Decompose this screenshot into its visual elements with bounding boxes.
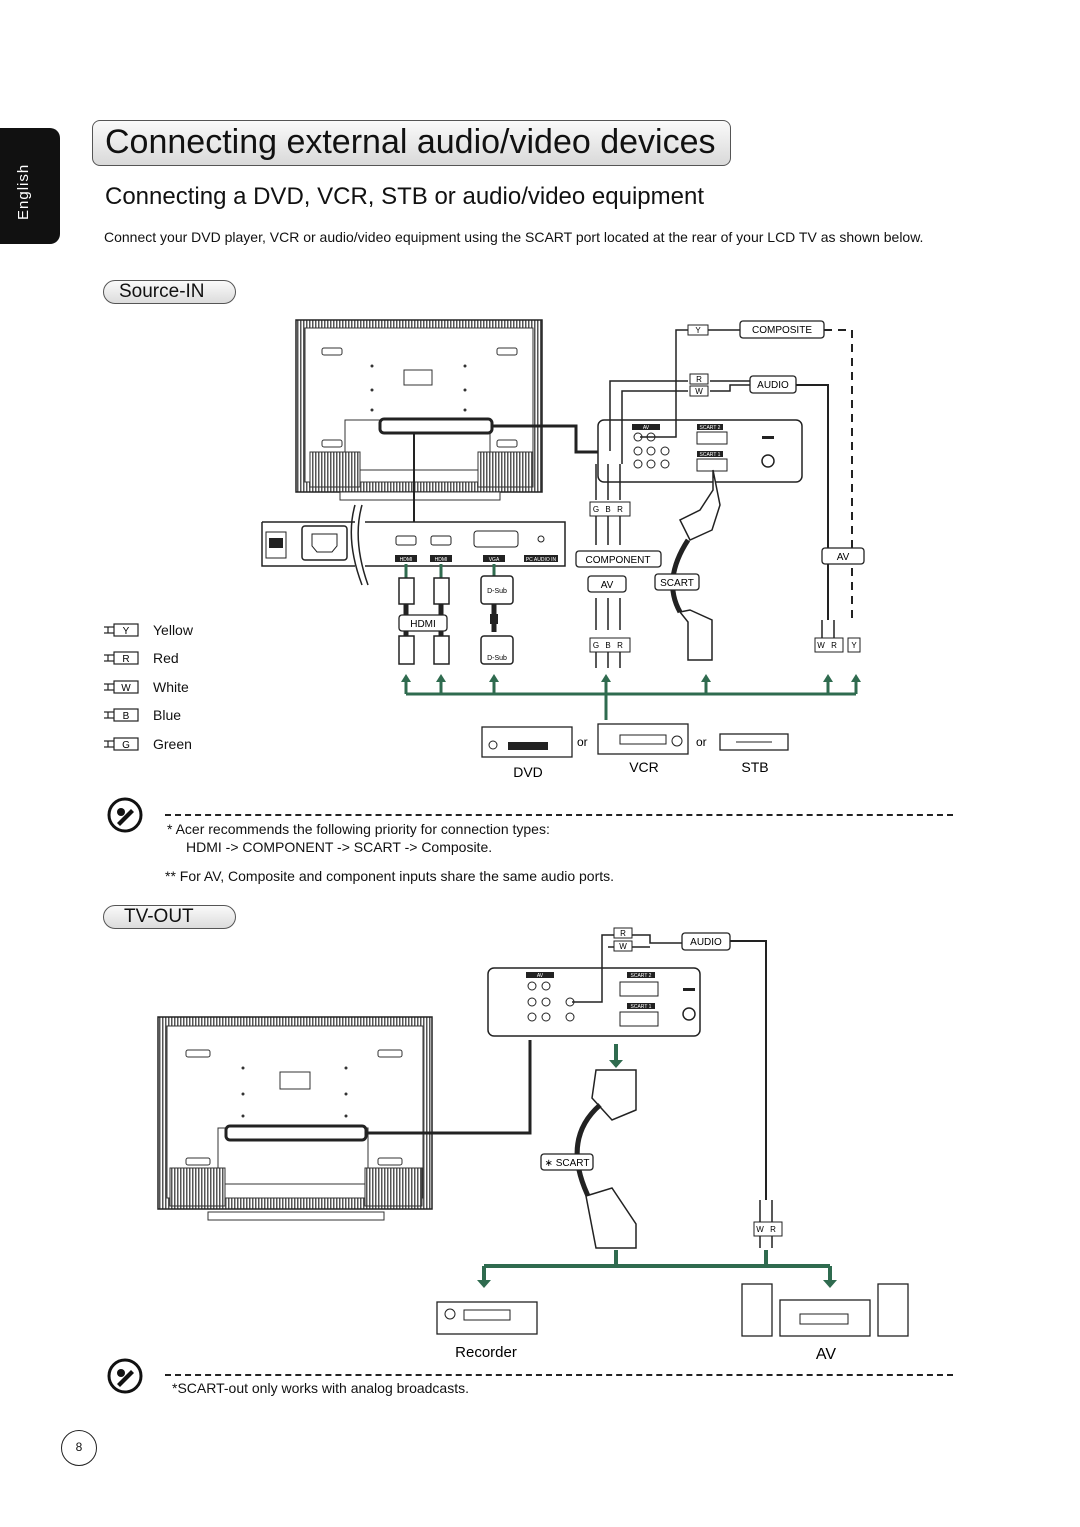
page-number-badge: 8	[61, 1430, 97, 1466]
port-hdmi1-label: HDMI	[400, 557, 413, 563]
panel-av-label-2: AV	[537, 973, 544, 979]
tvout-audio-plug-w: W	[619, 942, 627, 951]
note-priority-line1: * Acer recommends the following priority…	[167, 821, 550, 837]
tvout-audio-label: AUDIO	[690, 937, 722, 948]
svg-text:R: R	[122, 654, 129, 665]
component-av-label: AV	[601, 580, 614, 591]
legend-label: Yellow	[153, 622, 193, 638]
panel-scart2-label: SCART 2	[700, 425, 721, 431]
av-panel: AV SCART 2 SCART 1	[597, 419, 803, 483]
audio-label: AUDIO	[757, 380, 789, 391]
hdmi-cables: HDMI	[398, 564, 450, 665]
dvd-label: DVD	[513, 764, 543, 780]
output-bus	[477, 1250, 837, 1288]
plug-green-icon: G	[104, 737, 139, 751]
note-scart-out: *SCART-out only works with analog broadc…	[172, 1380, 469, 1396]
plug-blue-icon: B	[104, 708, 139, 722]
dvd-player-illustration	[481, 726, 573, 758]
av-receiver-illustration	[741, 1283, 909, 1337]
note-divider	[165, 1374, 953, 1376]
audio-plug-w: W	[695, 387, 703, 396]
port-vga-label: VGA	[489, 557, 500, 563]
component-plug-r2: R	[617, 641, 623, 650]
note-priority-line2: HDMI -> COMPONENT -> SCART -> Composite.	[186, 839, 493, 855]
port-pc-audio-label: PC AUDIO IN	[526, 557, 557, 563]
av-plug-r: R	[831, 641, 837, 650]
tv-back-illustration-2	[157, 1016, 433, 1221]
note-audio-ports: ** For AV, Composite and component input…	[165, 868, 615, 884]
tv-out-heading: TV-OUT	[124, 906, 194, 927]
vcr-illustration	[597, 723, 689, 755]
plug-red-icon: R	[104, 651, 139, 665]
port-hdmi2-label: HDMI	[435, 557, 448, 563]
av-plug-w: W	[817, 641, 825, 650]
panel-scart2-label-2: SCART 2	[631, 973, 652, 979]
panel-scart1-label-2: SCART 1	[631, 1004, 652, 1010]
note-divider	[165, 814, 953, 816]
or-1: or	[577, 735, 588, 749]
plug-white-icon: W	[104, 680, 139, 694]
section-subtitle: Connecting a DVD, VCR, STB or audio/vide…	[105, 183, 704, 210]
device-bus	[401, 674, 861, 720]
tvout-scart-label: ∗ SCART	[545, 1158, 590, 1169]
component-plug-g2: G	[593, 641, 599, 650]
tv-back-illustration	[295, 319, 543, 501]
page-title-box: Connecting external audio/video devices	[92, 120, 731, 166]
component-plug-g: G	[593, 505, 599, 514]
source-in-heading: Source-IN	[119, 281, 205, 302]
tvout-audio-plug-r: R	[620, 929, 626, 938]
component-plug-b2: B	[605, 641, 610, 650]
svg-text:B: B	[123, 711, 130, 722]
recorder-illustration	[436, 1301, 538, 1335]
source-in-heading-box: Source-IN	[103, 280, 236, 304]
av-receiver-label: AV	[816, 1346, 836, 1363]
legend-label: Red	[153, 650, 179, 666]
plug-yellow-icon: Y	[104, 623, 139, 637]
vcr-label: VCR	[629, 759, 659, 775]
component-plug-r: R	[617, 505, 623, 514]
panel-scart1-label: SCART 1	[700, 452, 721, 458]
component-label: COMPONENT	[586, 555, 651, 566]
composite-label: COMPOSITE	[752, 325, 812, 336]
audio-plug-r: R	[696, 375, 702, 384]
tv-connector-panel: HDMI HDMI VGA PC AUDIO IN	[261, 504, 566, 586]
or-2: or	[696, 735, 707, 749]
recorder-label: Recorder	[455, 1344, 517, 1361]
language-tab: English	[0, 128, 60, 244]
stb-label: STB	[741, 759, 768, 775]
page-number: 8	[75, 1440, 83, 1454]
intro-paragraph: Connect your DVD player, VCR or audio/vi…	[104, 229, 924, 245]
dsub-label-top: D-Sub	[487, 588, 507, 595]
svg-text:G: G	[122, 740, 130, 751]
panel-av-label: AV	[643, 425, 650, 431]
tv-out-heading-box: TV-OUT	[103, 905, 236, 929]
svg-text:Y: Y	[123, 626, 130, 637]
av-right-label: AV	[837, 552, 850, 563]
tvout-av-plug-r: R	[770, 1225, 776, 1234]
note-icon	[107, 797, 143, 833]
legend-label: Green	[153, 736, 192, 752]
av-plug-y: Y	[851, 641, 857, 650]
legend-label: White	[153, 679, 189, 695]
hdmi-label: HDMI	[410, 619, 436, 630]
note-icon	[107, 1358, 143, 1394]
dsub-cable: D-Sub D-Sub	[480, 564, 514, 665]
composite-plug-y: Y	[695, 326, 701, 335]
dsub-label-bottom: D-Sub	[487, 655, 507, 662]
component-plug-b: B	[605, 505, 610, 514]
legend-label: Blue	[153, 707, 182, 723]
scart-label: SCART	[660, 578, 694, 589]
page-title: Connecting external audio/video devices	[105, 123, 716, 161]
tvout-av-plug-w: W	[756, 1225, 764, 1234]
stb-illustration	[719, 733, 789, 751]
svg-text:W: W	[121, 683, 131, 694]
